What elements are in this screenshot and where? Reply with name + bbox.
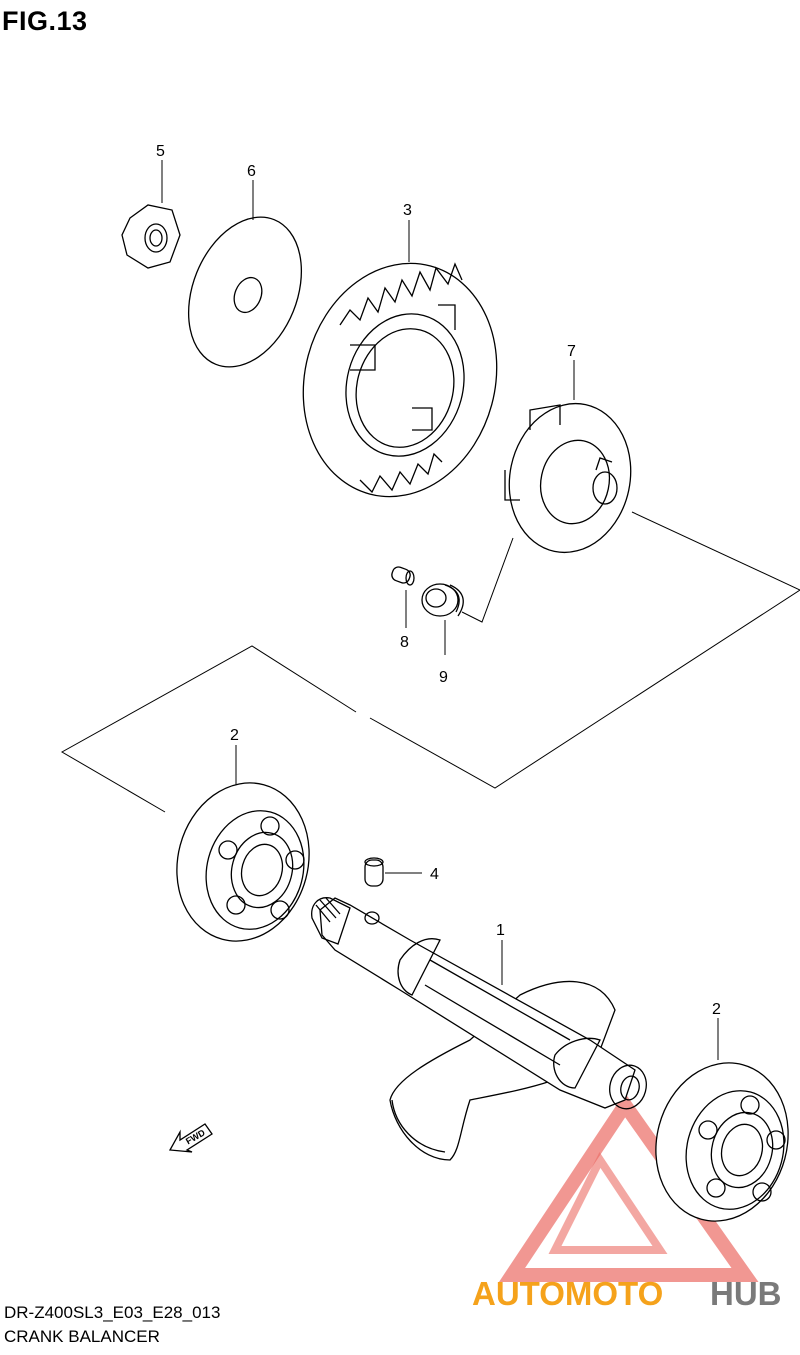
diagram-code: DR-Z400SL3_E03_E28_013 <box>4 1303 221 1322</box>
part-5-nut <box>121 204 181 269</box>
diagram-description: CRANK BALANCER <box>4 1327 160 1346</box>
callout-9: 9 <box>439 669 448 686</box>
callout-2-lower: 2 <box>712 1001 721 1018</box>
callout-4: 4 <box>430 866 439 883</box>
callout-3: 3 <box>403 202 412 219</box>
figure-title: FIG.13 <box>2 6 88 36</box>
part-8-pin <box>391 566 415 586</box>
part-2-bearing-upper <box>176 782 310 942</box>
callout-7: 7 <box>567 343 576 360</box>
part-9-spring <box>421 583 464 617</box>
part-7-driven-gear <box>504 402 632 554</box>
part-6-washer <box>187 216 303 368</box>
watermark-text-part1: AUTOMOTO <box>472 1275 663 1312</box>
part-1-balancer-shaft <box>311 897 647 1161</box>
part-2-bearing-lower <box>655 1062 789 1222</box>
callout-6: 6 <box>247 163 256 180</box>
watermark-text-part2: HUB <box>710 1275 782 1312</box>
part-3-gear <box>302 262 498 498</box>
callout-1: 1 <box>496 922 505 939</box>
callout-8: 8 <box>400 634 409 651</box>
callout-5: 5 <box>156 143 165 160</box>
part-4-key <box>364 857 384 887</box>
callout-2-upper: 2 <box>230 727 239 744</box>
forward-direction-arrow: FWD <box>168 1123 213 1153</box>
